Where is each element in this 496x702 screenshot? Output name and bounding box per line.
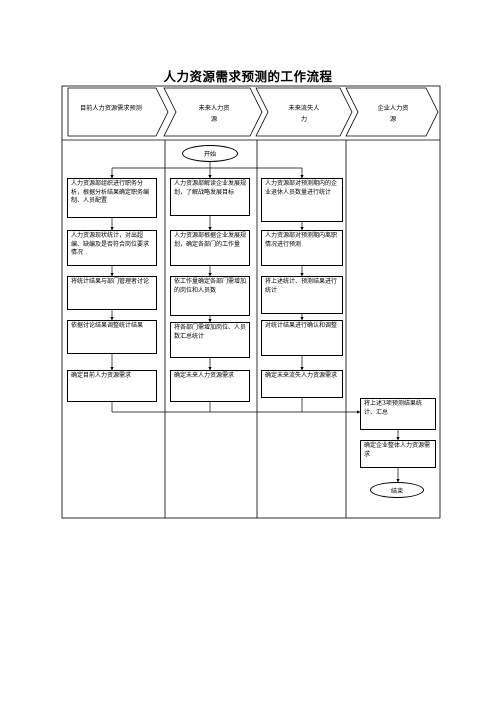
step-adjust-results: 依据讨论结果调整统计结果: [67, 320, 157, 354]
step-attrition-demand: 确定未来流失人力资源需求: [261, 370, 343, 398]
step-positions-needed: 依工作量确定各部门需增加的岗位和人员数: [170, 276, 250, 316]
page-title: 人力资源需求预测的工作流程: [163, 69, 333, 84]
step-overall-demand: 确定企业整体人力资源需求: [360, 440, 436, 468]
start-node: 开始: [182, 145, 238, 162]
lane-header-chevrons: [67, 87, 439, 137]
connectors: [110, 162, 400, 483]
lane-header-future-attrition: 未来流失人力: [288, 105, 320, 123]
step-discuss-results: 将统计结果与部门管理者讨论: [67, 276, 157, 310]
lane-header-enterprise-resources: 企业人力资源: [377, 105, 409, 123]
step-read-plan: 人力资源部解读企业发展规划，了解战略发展目标: [170, 178, 250, 216]
diagram-frame: [61, 85, 441, 519]
end-node: 结束: [370, 482, 424, 498]
step-confirm-adjust: 对统计结果进行确认和调整: [261, 320, 343, 356]
lane-header-1-shape: [67, 87, 169, 137]
step-aggregate-forecasts: 将上述3项预测结果统计、汇总: [360, 398, 436, 430]
lane-header-2-shape: [163, 87, 263, 137]
step-retirement-stats: 人力资源部对预测期内的企业退休人员数量进行统计: [261, 178, 343, 222]
step-dept-workload: 人力资源部根据企业发展规划，确定各部门的工作量: [170, 230, 250, 266]
lane-separators: [62, 139, 440, 518]
step-summarize-positions: 将各部门需增加岗位、人员数汇总统计: [170, 322, 250, 358]
lane-header-future-resources: 未来人力资源: [198, 105, 230, 123]
lane-header-3-shape: [255, 87, 353, 137]
step-current-demand: 确定目前人力资源需求: [67, 370, 157, 402]
step-job-analysis: 人力资源部组织进行职务分析，根据分析结果确定职务编制、人员配置: [67, 178, 157, 218]
step-combine-forecasts: 将上述统计、预测结果进行统计: [261, 276, 343, 314]
lane-header-current-demand: 目前人力资源需求预测: [80, 105, 142, 112]
step-future-demand: 确定未来人力资源需求: [170, 370, 250, 402]
lane-header-4-shape: [345, 87, 439, 137]
step-current-stats: 人力资源现状统计，对出超编、缺编及是否符合岗位要求情况: [67, 230, 157, 266]
step-turnover-forecast: 人力资源部对预测期内离职情况进行预测: [261, 230, 343, 266]
